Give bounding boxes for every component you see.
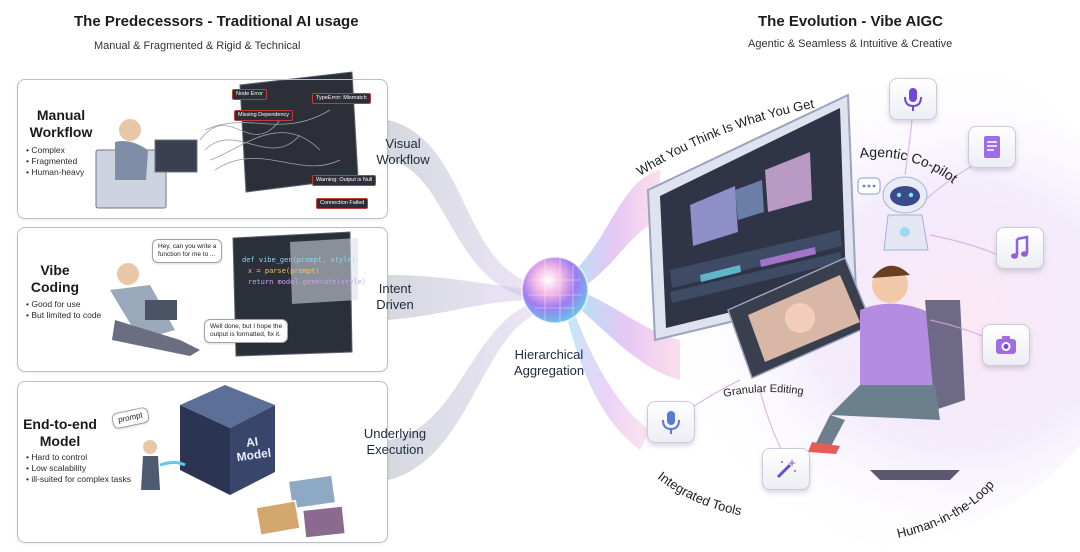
ai-model-illustration [141, 385, 347, 539]
document-icon [984, 136, 1000, 158]
bullet: Good for use [26, 299, 101, 310]
main-monitor [646, 93, 858, 342]
tile-microphone [889, 78, 937, 120]
vibe-coding-illustration: def vibe_gen(prompt, style): x = parse(p… [110, 231, 366, 357]
bullet: ill-suited for complex tasks [26, 474, 131, 485]
tile-music [996, 227, 1044, 269]
music-icon [1011, 235, 1029, 259]
bullets-vibe-coding: Good for use But limited to code [26, 299, 101, 321]
robot-copilot [882, 176, 929, 251]
error-tag: Node Error [232, 89, 267, 100]
bullet: Fragmented [26, 156, 84, 167]
aggregation-sphere [522, 257, 588, 323]
microphone-icon [904, 88, 922, 111]
tile-document [968, 126, 1016, 168]
bullet: Low scalability [26, 463, 131, 474]
panel-vibe-coding [17, 227, 388, 372]
bullet: Hard to control [26, 452, 131, 463]
tile-camera [982, 324, 1030, 366]
bullet: But limited to code [26, 310, 101, 321]
camera-icon [996, 336, 1016, 354]
panel-end-to-end-model [17, 381, 388, 543]
flow-label-underlying-execution: Underlying Execution [363, 426, 427, 457]
panel-title-vibe-coding: Vibe Coding [30, 262, 80, 295]
error-tag: Warning: Output is Null [312, 175, 377, 186]
chat-bubble-request: Hey, can you write a function for me to … [152, 239, 223, 263]
bullets-manual-workflow: Complex Fragmented Human-heavy [26, 145, 84, 178]
svg-text:def vibe_gen(prompt, style):: def vibe_gen(prompt, style): [242, 256, 360, 264]
chat-bubble-feedback: Well done, but I hope the output is form… [204, 319, 289, 343]
center-label-hierarchical-aggregation: Hierarchical Aggregation [513, 347, 585, 378]
right-title: The Evolution - Vibe AIGC [758, 13, 944, 30]
left-title: The Predecessors - Traditional AI usage [74, 13, 359, 30]
panel-title-end-to-end-model: End-to-end Model [23, 416, 97, 449]
bullet: Complex [26, 145, 84, 156]
svg-text:x = parse(prompt): x = parse(prompt) [248, 267, 320, 275]
panel-manual-workflow [17, 79, 388, 219]
ai-model-cube-label: AI Model [235, 434, 272, 465]
tile-audio [647, 401, 695, 443]
bullets-end-to-end-model: Hard to control Low scalability ill-suit… [26, 452, 131, 485]
error-tag: TypeError: Mismatch [312, 93, 371, 104]
panel-title-manual-workflow: Manual Workflow [29, 107, 93, 140]
error-tag: Connection Failed [316, 198, 369, 209]
svg-text:return model.generate(style): return model.generate(style) [248, 278, 366, 286]
error-tag: Missing Dependency [234, 110, 294, 121]
audio-icon [662, 411, 680, 434]
flow-label-intent-driven: Intent Driven [376, 281, 414, 312]
right-subtitle: Agentic & Seamless & Intuitive & Creativ… [748, 38, 953, 50]
flow-label-visual-workflow: Visual Workflow [376, 136, 430, 167]
creator-figure [808, 265, 965, 480]
tile-magic-wand [762, 448, 810, 490]
magic-wand-icon [776, 459, 797, 479]
left-subtitle: Manual & Fragmented & Rigid & Technical [94, 40, 301, 52]
bullet: Human-heavy [26, 167, 84, 178]
